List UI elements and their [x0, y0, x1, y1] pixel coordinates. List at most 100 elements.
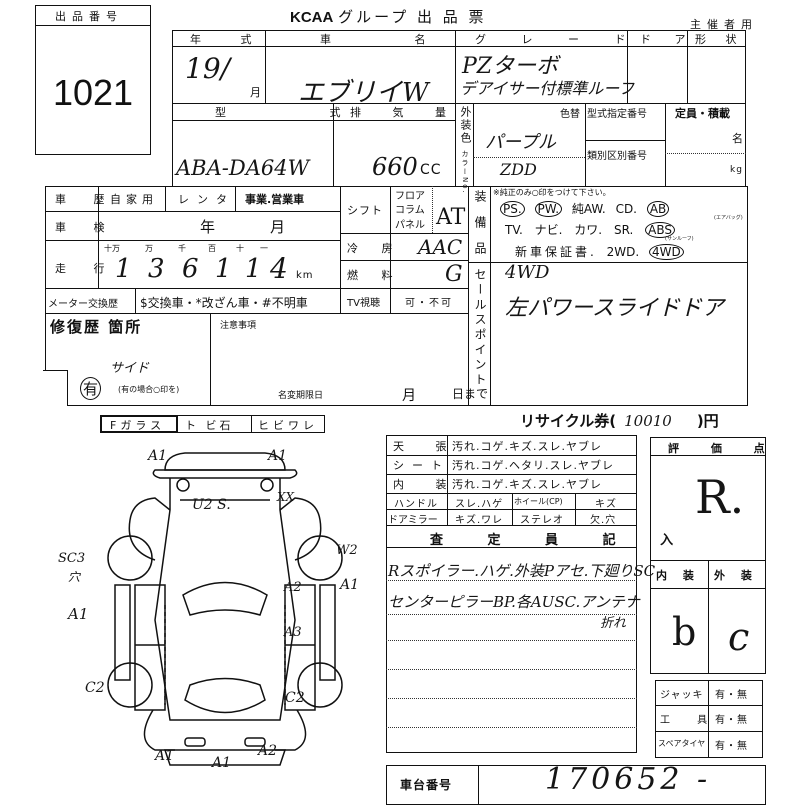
brand-logo: KCAA [290, 9, 334, 26]
equip-2wd[interactable]: 2WD. [606, 245, 640, 259]
equip-ab[interactable]: AB [646, 201, 670, 217]
tv-options[interactable]: 可・不可 [405, 298, 453, 309]
mileage-label: 走 行 [55, 262, 117, 275]
repair-label: 修復歴 箇所 [50, 318, 143, 336]
meter-label: メーター交換歴 [48, 299, 118, 310]
equip-aw[interactable]: 純AW. [571, 202, 606, 216]
history-rental[interactable]: レンタ [178, 193, 235, 206]
equip-tv[interactable]: TV. [505, 223, 523, 237]
sunroof-sub: (サンルーフ) [665, 236, 694, 242]
glass-chip[interactable]: ト ビ石 [185, 419, 234, 432]
recycle-fee: リサイクル券(10010)円 [520, 412, 719, 430]
meter-options[interactable]: $交換車・*改ざん車・#不明車 [140, 296, 308, 310]
sales-point-2: 左パワースライドドア [505, 296, 724, 321]
accessory-jack-value[interactable]: 有・無 [715, 690, 748, 701]
month-label: 月 [250, 86, 262, 99]
mark-sill-right: W2 [336, 543, 358, 558]
color-no-label: カラーNo. [461, 150, 469, 195]
inspection-year: 年 [200, 218, 217, 236]
glass-f[interactable]: Fガラス [110, 419, 166, 432]
equip-pw[interactable]: PW. [534, 201, 563, 217]
equipment-row3: 新車保証書. 2WD. 4WD [515, 243, 684, 260]
equip-ps[interactable]: PS. [500, 201, 525, 217]
form-title: KCAA グループ 出 品 票 [290, 8, 487, 26]
interior-grade: b [672, 610, 697, 654]
shift-floor[interactable]: フロア [395, 191, 425, 202]
accessory-jack-label: ジャッキ [660, 690, 704, 701]
type-designation-label: 型式指定番号 [587, 109, 647, 120]
mark-fender-right: XX [277, 490, 295, 504]
mark-front-right: A1 [268, 448, 288, 464]
equipment-label: 装備品 [473, 190, 487, 268]
glass-crack[interactable]: ヒビワレ [258, 419, 318, 432]
chassis-number: 170652 - [545, 762, 712, 797]
history-private[interactable]: 自家用 [110, 193, 158, 206]
deadline-day: 日まで [452, 387, 489, 401]
mark-hole: 穴 [68, 570, 81, 584]
caution-label: 注意事項 [220, 321, 257, 331]
stereo-items[interactable]: 欠.穴 [590, 515, 617, 526]
sales-points-label: セールスポイント [473, 268, 487, 388]
repair-location: サイド [110, 361, 150, 376]
mirror-label: ドアミラー [388, 515, 438, 526]
grade-label: 評 価 点 [668, 442, 779, 455]
displacement-value: 660 [372, 153, 418, 181]
cc-unit: CC [420, 162, 442, 178]
shift-label: シフト [347, 204, 383, 217]
equip-cd[interactable]: CD. [615, 202, 637, 216]
shift-value: AT [436, 205, 466, 230]
equip-abs[interactable]: ABS [645, 222, 675, 238]
handle-items[interactable]: スレ.ハゲ [455, 499, 504, 510]
kg-unit: kg [730, 165, 743, 175]
sales-point-1: 4WD [505, 262, 550, 283]
mark-quarter-left: C2 [85, 680, 105, 696]
shift-panel[interactable]: パネル [395, 220, 425, 231]
interior-grade-label: 内 装 [656, 569, 700, 582]
lot-number: 1021 [52, 72, 134, 113]
mark-hood: U2 S. [192, 497, 231, 513]
capacity-label: 定員・積載 [675, 107, 730, 120]
repair-has[interactable]: 有 [80, 377, 102, 400]
wheel-label: ホイール(CP) [514, 497, 563, 506]
inspection-label: 車 検 [55, 221, 117, 234]
repair-note: (有の場合○印を) [118, 385, 180, 394]
equip-navi[interactable]: ナビ. [534, 223, 563, 237]
airbag-sub: (エアバッグ) [714, 215, 743, 221]
model-label: 型 式 [215, 106, 391, 119]
displacement-label: 排 気 量 [350, 106, 460, 119]
organizer-use: 主催者用 [690, 18, 758, 31]
color-value: パープル [485, 132, 556, 153]
equip-warranty[interactable]: 新車保証書. [515, 245, 597, 259]
mark-front-left: A1 [148, 448, 168, 464]
grade-line2: デアイサー付標準ルーフ [460, 79, 635, 98]
fuel-value: G [445, 262, 463, 287]
equip-leather[interactable]: カワ. [574, 223, 603, 237]
equipment-row2: TV. ナビ. カワ. SR. ABS [505, 221, 675, 238]
name-label: 車 名 [320, 33, 466, 46]
stereo-label: ステレオ [520, 515, 564, 526]
mark-quarter-right: C2 [285, 690, 305, 706]
equip-sr[interactable]: SR. [613, 223, 634, 237]
persons-unit: 名 [732, 132, 744, 145]
shift-column[interactable]: コラム [395, 205, 425, 216]
category-label: 類別区別番号 [587, 151, 647, 162]
year-value: 19/ [185, 52, 231, 85]
equip-4wd[interactable]: 4WD [649, 244, 684, 260]
exterior-color-label: 外装色 [459, 106, 472, 145]
wheel-items[interactable]: キズ [595, 499, 617, 510]
color-change-label: 色替 [560, 109, 580, 120]
accessory-spare-value[interactable]: 有・無 [715, 741, 748, 752]
exterior-grade-label: 外 装 [714, 569, 758, 582]
history-business[interactable]: 事業.営業車 [245, 193, 305, 206]
mark-rear-left: A1 [155, 748, 175, 764]
door-label: ド ア [640, 33, 696, 46]
ac-label: 冷 房 [347, 242, 403, 255]
mirror-items[interactable]: キズ.ワレ [455, 515, 504, 526]
accessory-tools-value[interactable]: 有・無 [715, 715, 748, 726]
exterior-grade: c [728, 615, 750, 659]
mark-rear-right: A2 [258, 743, 278, 759]
grade-line1: PZターボ [462, 54, 559, 79]
grade-label: グ レ ー ド [475, 33, 642, 46]
tv-label: TV視聴 [347, 298, 380, 309]
accessory-spare-label: スペアタイヤ [658, 739, 706, 748]
